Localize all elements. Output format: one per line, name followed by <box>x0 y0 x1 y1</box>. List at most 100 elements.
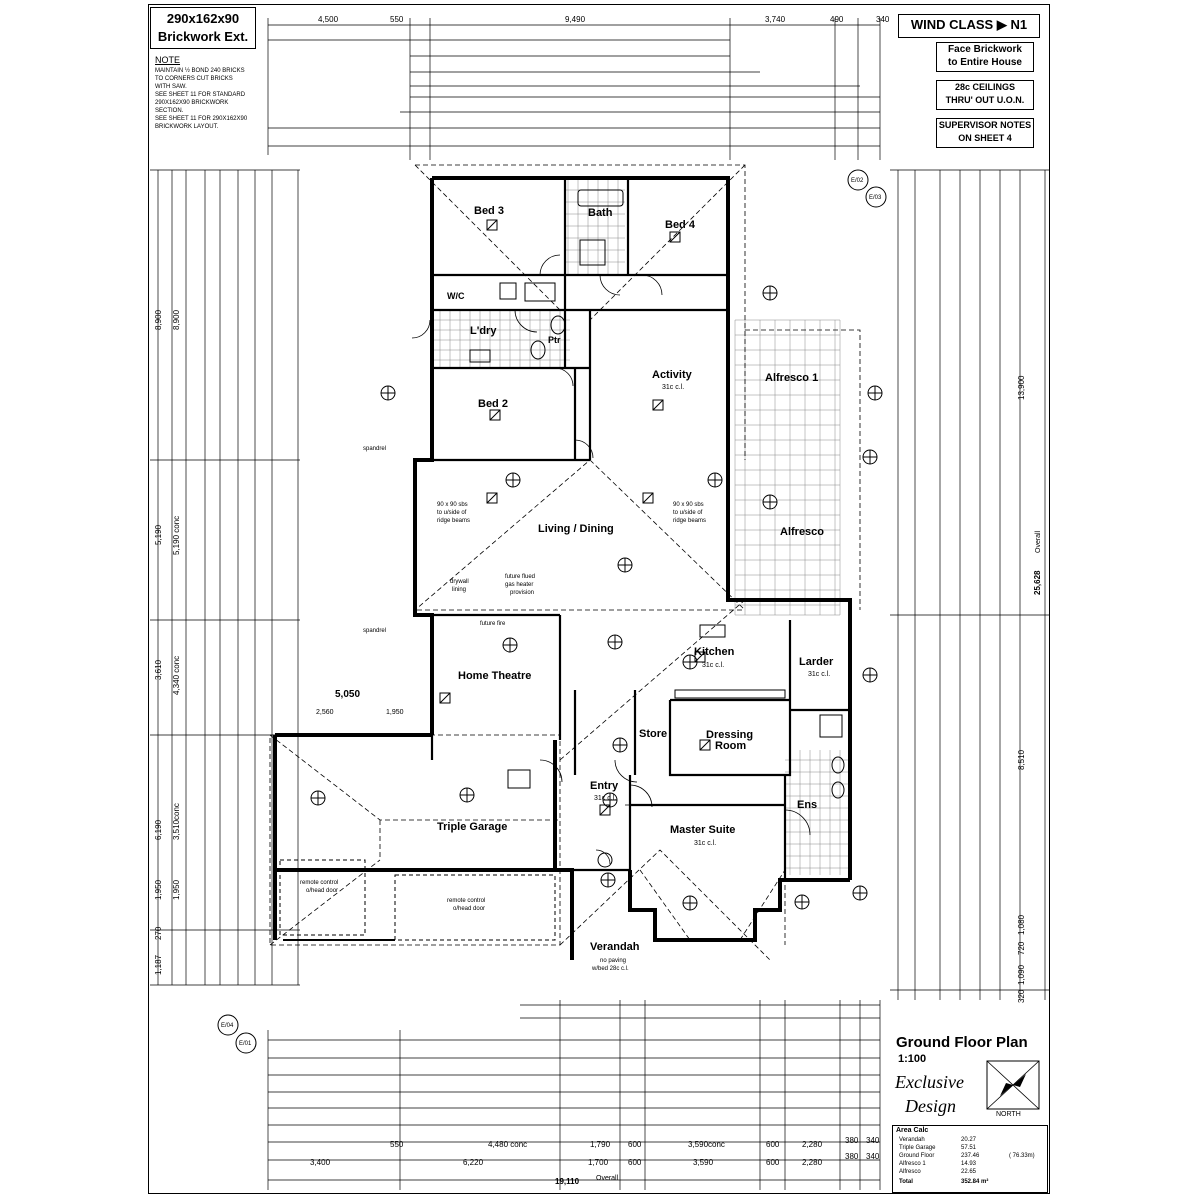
dim-top-6: 340 <box>876 15 890 24</box>
bath-tiling <box>565 180 625 275</box>
dim-right-2: 8,510 <box>1017 749 1026 770</box>
dimension-text: 4,500 550 9,490 3,740 490 340 5,050 2,56… <box>310 15 890 1186</box>
note-line: BRICKWORK LAYOUT. <box>155 124 219 130</box>
dim-mid-left-1: 5,050 <box>335 689 360 700</box>
dim-right-5: 1,090 <box>1017 964 1026 985</box>
room-bed2: Bed 2 <box>478 398 508 410</box>
area-row-label: Ground Floor <box>899 1153 935 1159</box>
supervisor-line: SUPERVISOR NOTES <box>938 120 1032 130</box>
beams-left-3: ridge beams <box>437 518 470 524</box>
room-bath: Bath <box>588 207 613 219</box>
face-brick-line: to Entire House <box>948 57 1022 68</box>
note-block: MAINTAIN ½ BOND 240 BRICKS TO CORNERS CU… <box>155 67 247 131</box>
marker-e03: E/03 <box>869 195 882 201</box>
marker-e04: E/04 <box>221 1023 234 1029</box>
ceiling-activity: 31c c.l. <box>662 384 684 391</box>
area-row-label: Total <box>899 1179 913 1185</box>
dim-bottom-2-4: 600 <box>628 1158 642 1167</box>
dim-left-3: 3,610 <box>154 659 163 680</box>
note-line: TO CORNERS CUT BRICKS <box>155 76 233 82</box>
ceiling-larder: 31c c.l. <box>808 671 830 678</box>
dim-bottom-2-6: 600 <box>766 1158 780 1167</box>
beams-right-1: 90 x 90 sbs <box>673 502 704 508</box>
north-arrow-icon <box>986 1060 1040 1110</box>
area-row-value: 57.51 <box>961 1145 977 1151</box>
dim-bottom-2-1: 3,400 <box>310 1158 331 1167</box>
dimension-lines <box>150 18 1050 1190</box>
room-larder: Larder <box>799 656 834 668</box>
dim-top-3: 9,490 <box>565 15 586 24</box>
room-ens: Ens <box>797 799 817 811</box>
note-line: WITH SAW. <box>155 84 187 90</box>
note-line: SECTION. <box>155 108 184 114</box>
garage-door-4: o/head door <box>306 888 338 894</box>
dim-overall-bottom: 19,110 <box>555 1177 580 1186</box>
room-labels: Bed 3 Bath Bed 4 W/C L'dry Ptr Bed 2 Act… <box>437 205 834 953</box>
brick-size: 290x162x90 <box>166 11 240 26</box>
dim-overall-right-label: Overall <box>1035 530 1042 553</box>
future-fire: future fire <box>480 621 506 627</box>
arrow-right-icon: ▶ <box>996 17 1007 32</box>
dim-top-2: 550 <box>390 15 404 24</box>
area-row-label: Alfresco 1 <box>899 1161 926 1167</box>
dim-left-4: 6,190 <box>154 819 163 840</box>
dim-bottom-2-7: 2,280 <box>802 1158 823 1167</box>
supervisor-line: ON SHEET 4 <box>958 133 1012 143</box>
annotation-labels: future flued gas heater provision drywal… <box>300 446 706 972</box>
area-calc-table: Area Calc Verandah 20.27 Triple Garage 5… <box>892 1125 1048 1193</box>
brand-line-1: Exclusive <box>895 1072 964 1092</box>
beams-left-1: 90 x 90 sbs <box>437 502 468 508</box>
fixtures <box>469 189 845 868</box>
face-brick-box: Face Brickwork to Entire House <box>936 42 1034 72</box>
room-home-theatre: Home Theatre <box>458 670 531 682</box>
room-bed3: Bed 3 <box>474 205 504 217</box>
dim-right-4: 720 <box>1017 941 1026 955</box>
section-marker-top <box>217 169 887 1054</box>
spandrel-2: spandrel <box>363 628 386 634</box>
area-row-label: Triple Garage <box>899 1145 936 1151</box>
wind-class-label: WIND CLASS <box>910 17 994 32</box>
dim-overall-bottom-label: Overall <box>596 1175 619 1182</box>
door-swings <box>411 254 811 865</box>
alfresco-tiling <box>734 319 841 616</box>
ceilings-line: THRU' OUT U.O.N. <box>945 95 1025 105</box>
no-paving-2: w/bed 28c c.l. <box>591 966 629 972</box>
dim-bottom-1-7: 2,280 <box>802 1140 823 1149</box>
ceiling-entry: 31c c.l. <box>594 795 616 802</box>
dim-left-8: 8,900 <box>172 309 181 330</box>
room-verandah: Verandah <box>590 941 640 953</box>
area-row: Alfresco 1 14.93 <box>899 1161 1043 1167</box>
note-line: SEE SHEET 11 FOR 290X162X90 <box>155 116 248 122</box>
room-master-suite: Master Suite <box>670 824 735 836</box>
smoke-detectors <box>439 219 711 816</box>
room-kitchen: Kitchen <box>694 646 735 658</box>
interior-walls <box>430 178 850 880</box>
area-row: Triple Garage 57.51 <box>899 1145 1043 1151</box>
room-ptr: Ptr <box>548 335 561 345</box>
no-paving-1: no paving <box>600 958 626 964</box>
north-label: NORTH <box>996 1111 1021 1118</box>
area-row-value: 20.27 <box>961 1137 977 1143</box>
area-row-label: Verandah <box>899 1137 925 1143</box>
north-arrow: NORTH <box>986 1060 1040 1122</box>
ceilings-box: 28c CEILINGS THRU' OUT U.O.N. <box>936 80 1034 110</box>
garage-door <box>279 859 556 941</box>
drywall-2: lining <box>452 587 466 593</box>
plan-title: Ground Floor Plan <box>896 1034 1028 1051</box>
area-row-label: Alfresco <box>899 1169 921 1175</box>
dim-bottom-1-4: 600 <box>628 1140 642 1149</box>
note-line: MAINTAIN ½ BOND 240 BRICKS <box>155 68 245 74</box>
room-store: Store <box>639 728 667 740</box>
dim-bottom-1-6: 600 <box>766 1140 780 1149</box>
wind-class-value: N1 <box>1010 17 1028 32</box>
marker-e02: E/02 <box>851 178 864 184</box>
area-calc-title: Area Calc <box>896 1127 929 1134</box>
dim-left-9: 1,950 <box>172 879 181 900</box>
plan-scale: 1:100 <box>898 1053 927 1065</box>
dim-left-1: 8,900 <box>154 309 163 330</box>
beams-left-2: to u/side of <box>437 510 467 516</box>
room-dressing: Dressing <box>706 729 753 741</box>
room-alfresco: Alfresco <box>780 526 824 538</box>
dim-top-1: 4,500 <box>318 15 339 24</box>
